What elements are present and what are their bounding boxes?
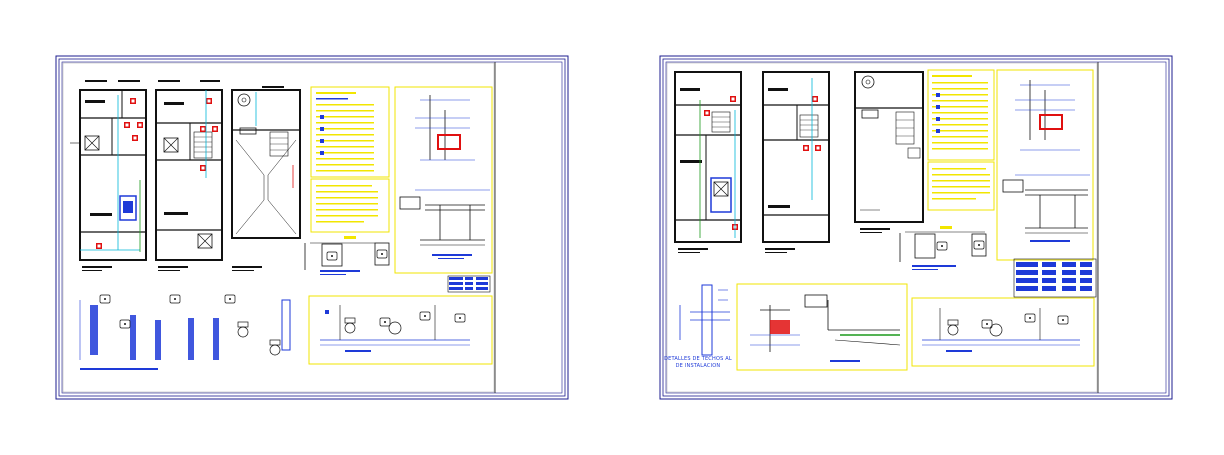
fixture-table <box>447 275 491 293</box>
floor-plan-3 <box>231 86 301 271</box>
notes-box-2 <box>927 161 995 211</box>
fixture-elevation-2 <box>911 297 1095 367</box>
sink-section-detail-2 <box>899 226 987 270</box>
legend-box <box>310 86 390 178</box>
drawing-sheet-2 <box>659 55 1173 400</box>
sink-section-detail <box>304 236 390 275</box>
roof-technical-detail <box>679 284 730 356</box>
floor-plan-6 <box>854 71 924 233</box>
drawing-sheet-1 <box>55 55 569 400</box>
fixture-elevation <box>308 295 493 365</box>
floor-plan-4 <box>674 71 742 253</box>
sheet-2-caption-line-2: DE INSTALACION <box>675 363 721 369</box>
sheet-2-caption-line-1: DETALLES DE TECHOS AL <box>664 356 732 362</box>
isometric-detail <box>394 86 493 274</box>
fixture-table-2 <box>1013 258 1097 298</box>
notes-box <box>310 178 390 233</box>
sanitary-details <box>79 294 291 370</box>
floor-plan-2 <box>155 80 223 271</box>
floor-plan-5 <box>762 71 830 253</box>
floor-plan-1 <box>70 80 147 271</box>
legend-box-2 <box>927 69 995 161</box>
isometric-detail-2 <box>996 69 1094 261</box>
waterproofing-detail <box>736 283 908 371</box>
